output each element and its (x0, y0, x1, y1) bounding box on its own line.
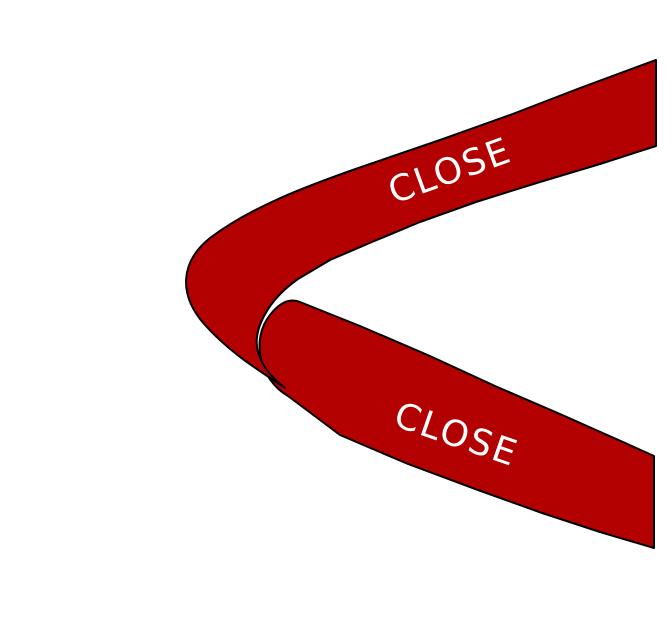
lower-close-control[interactable]: CLOSE (258, 299, 655, 549)
upper-close-control[interactable]: CLOSE (185, 59, 657, 389)
lower-close-band[interactable] (258, 299, 655, 549)
upper-close-band[interactable] (185, 59, 657, 389)
